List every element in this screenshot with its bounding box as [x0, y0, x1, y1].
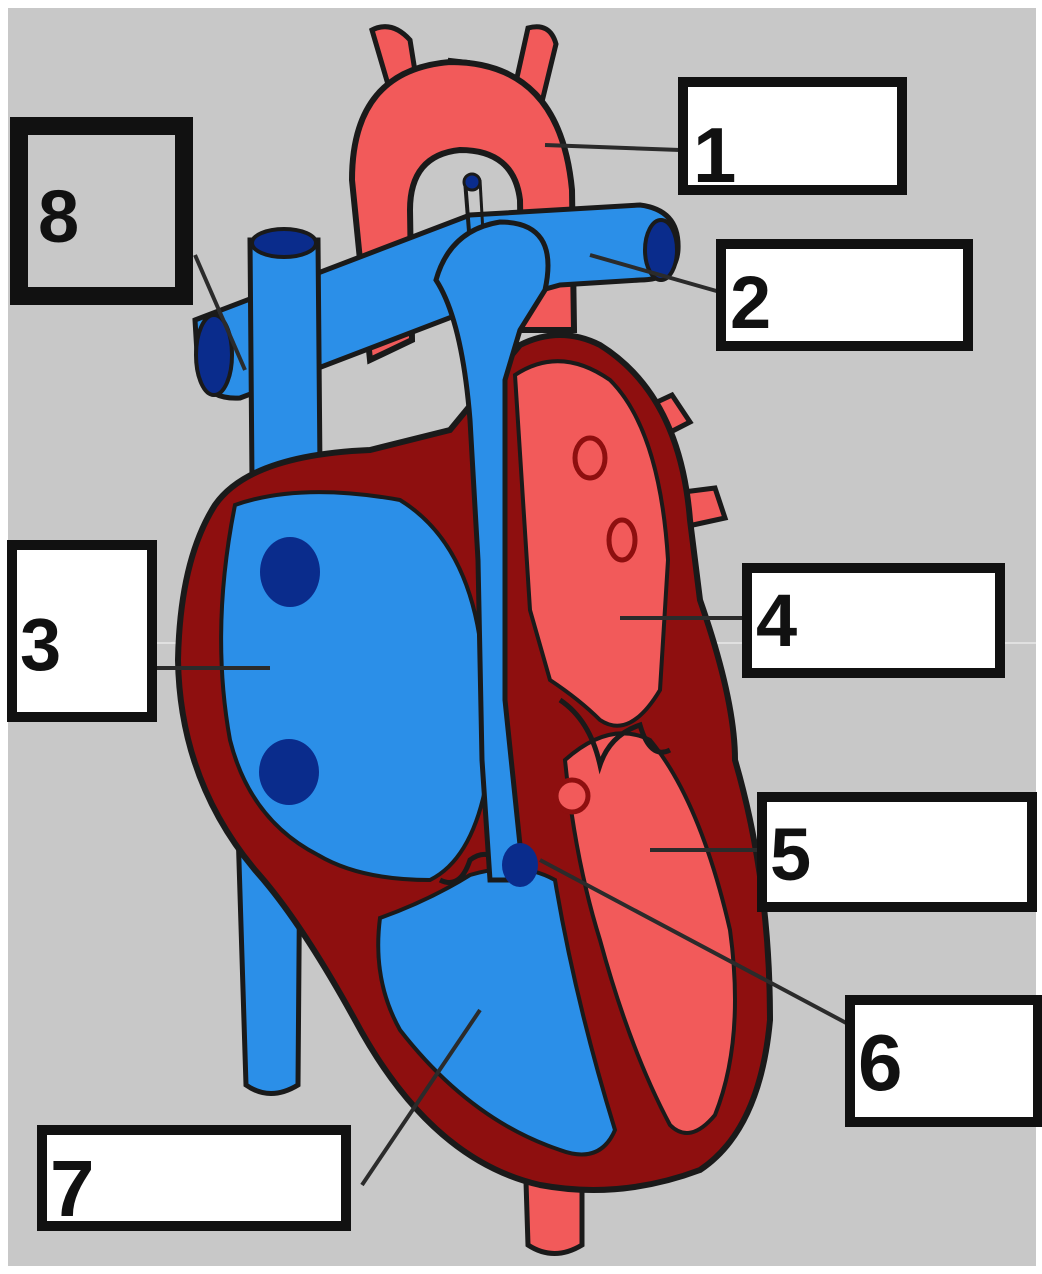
label-number-5: 5 [770, 813, 811, 896]
label-box-2[interactable]: 2 [721, 244, 968, 346]
label-box-1[interactable]: 1 [683, 82, 902, 199]
label-box-3[interactable]: 3 [12, 545, 152, 717]
label-box-8[interactable]: 8 [19, 126, 184, 296]
label-number-1: 1 [693, 111, 736, 199]
label-number-7: 7 [50, 1144, 95, 1233]
label-number-3: 3 [20, 603, 61, 686]
label-box-6[interactable]: 6 [850, 1000, 1038, 1122]
label-number-2: 2 [730, 261, 771, 344]
label-number-8: 8 [38, 175, 79, 258]
label-box-7[interactable]: 7 [42, 1130, 346, 1233]
label-box-5[interactable]: 5 [762, 797, 1032, 907]
label-box-4[interactable]: 4 [747, 568, 1000, 673]
label-number-6: 6 [858, 1018, 903, 1107]
label-number-4: 4 [756, 579, 797, 662]
